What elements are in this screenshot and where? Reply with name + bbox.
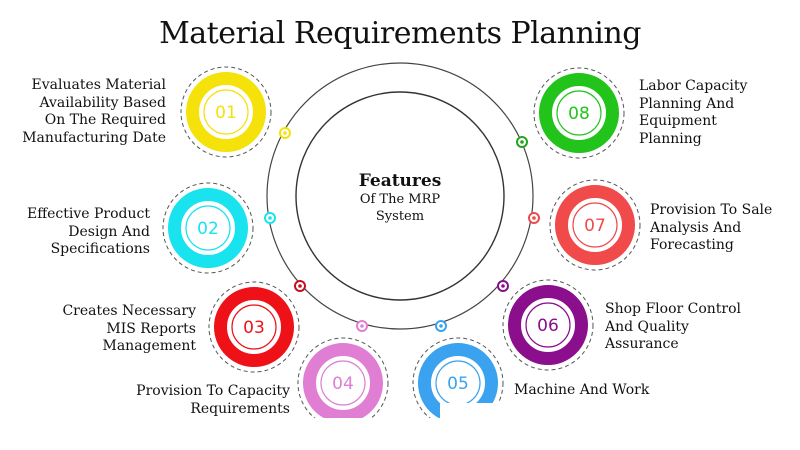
inner-ring — [525, 302, 571, 348]
connector-dot-center — [520, 140, 524, 144]
connector-dot-center — [268, 216, 272, 220]
feature-number-01: 01 — [215, 103, 237, 123]
color-ring — [186, 72, 266, 152]
feature-number-06: 06 — [537, 316, 559, 336]
color-ring — [539, 73, 619, 153]
feature-node-07: 07 — [528, 179, 641, 271]
connector-dot-center — [283, 131, 287, 135]
center-subtitle-2: System — [375, 209, 425, 224]
center-label: Features Of The MRP System — [330, 171, 470, 225]
feature-node-06: 06 — [497, 279, 594, 371]
page-title: Material Requirements Planning — [159, 16, 641, 51]
connector-dot-center — [501, 284, 505, 288]
inner-ring — [320, 360, 366, 406]
inner-ring — [556, 90, 602, 136]
dashed-ring — [502, 279, 594, 371]
inner-ring — [572, 202, 618, 248]
color-ring — [508, 285, 588, 365]
connector-dot-center — [532, 216, 536, 220]
dashed-ring — [208, 281, 300, 373]
color-ring — [303, 343, 383, 423]
color-ring — [168, 188, 248, 268]
dashed-ring — [549, 179, 641, 271]
bottom-crop-patch — [440, 403, 530, 450]
color-ring — [555, 185, 635, 265]
dashed-ring — [533, 67, 625, 159]
feature-number-05: 05 — [447, 374, 469, 394]
feature-number-07: 07 — [584, 216, 606, 236]
outer-orbit — [266, 62, 534, 330]
dashed-ring — [180, 66, 272, 158]
connector-dot-center — [298, 284, 302, 288]
dashed-ring — [162, 182, 254, 274]
inner-ring — [185, 205, 231, 251]
feature-node-03: 03 — [208, 280, 306, 373]
connector-dot-center — [360, 324, 364, 328]
center-subtitle-1: Of The MRP — [359, 192, 441, 207]
feature-number-02: 02 — [197, 219, 219, 239]
feature-node-04: 04 — [297, 320, 389, 429]
feature-number-08: 08 — [568, 104, 590, 124]
feature-node-08: 08 — [516, 67, 625, 159]
center-heading: Features — [358, 171, 442, 191]
feature-label-05: Machine And Work — [514, 382, 650, 398]
color-ring — [214, 287, 294, 367]
feature-node-01: 01 — [180, 66, 291, 158]
connector-dot-center — [439, 324, 443, 328]
inner-ring — [231, 304, 277, 350]
bottom-crop — [0, 418, 800, 450]
center-circle — [295, 91, 505, 301]
feature-node-02: 02 — [162, 182, 276, 274]
feature-number-04: 04 — [332, 374, 354, 394]
feature-number-03: 03 — [243, 318, 265, 338]
inner-ring — [203, 89, 249, 135]
